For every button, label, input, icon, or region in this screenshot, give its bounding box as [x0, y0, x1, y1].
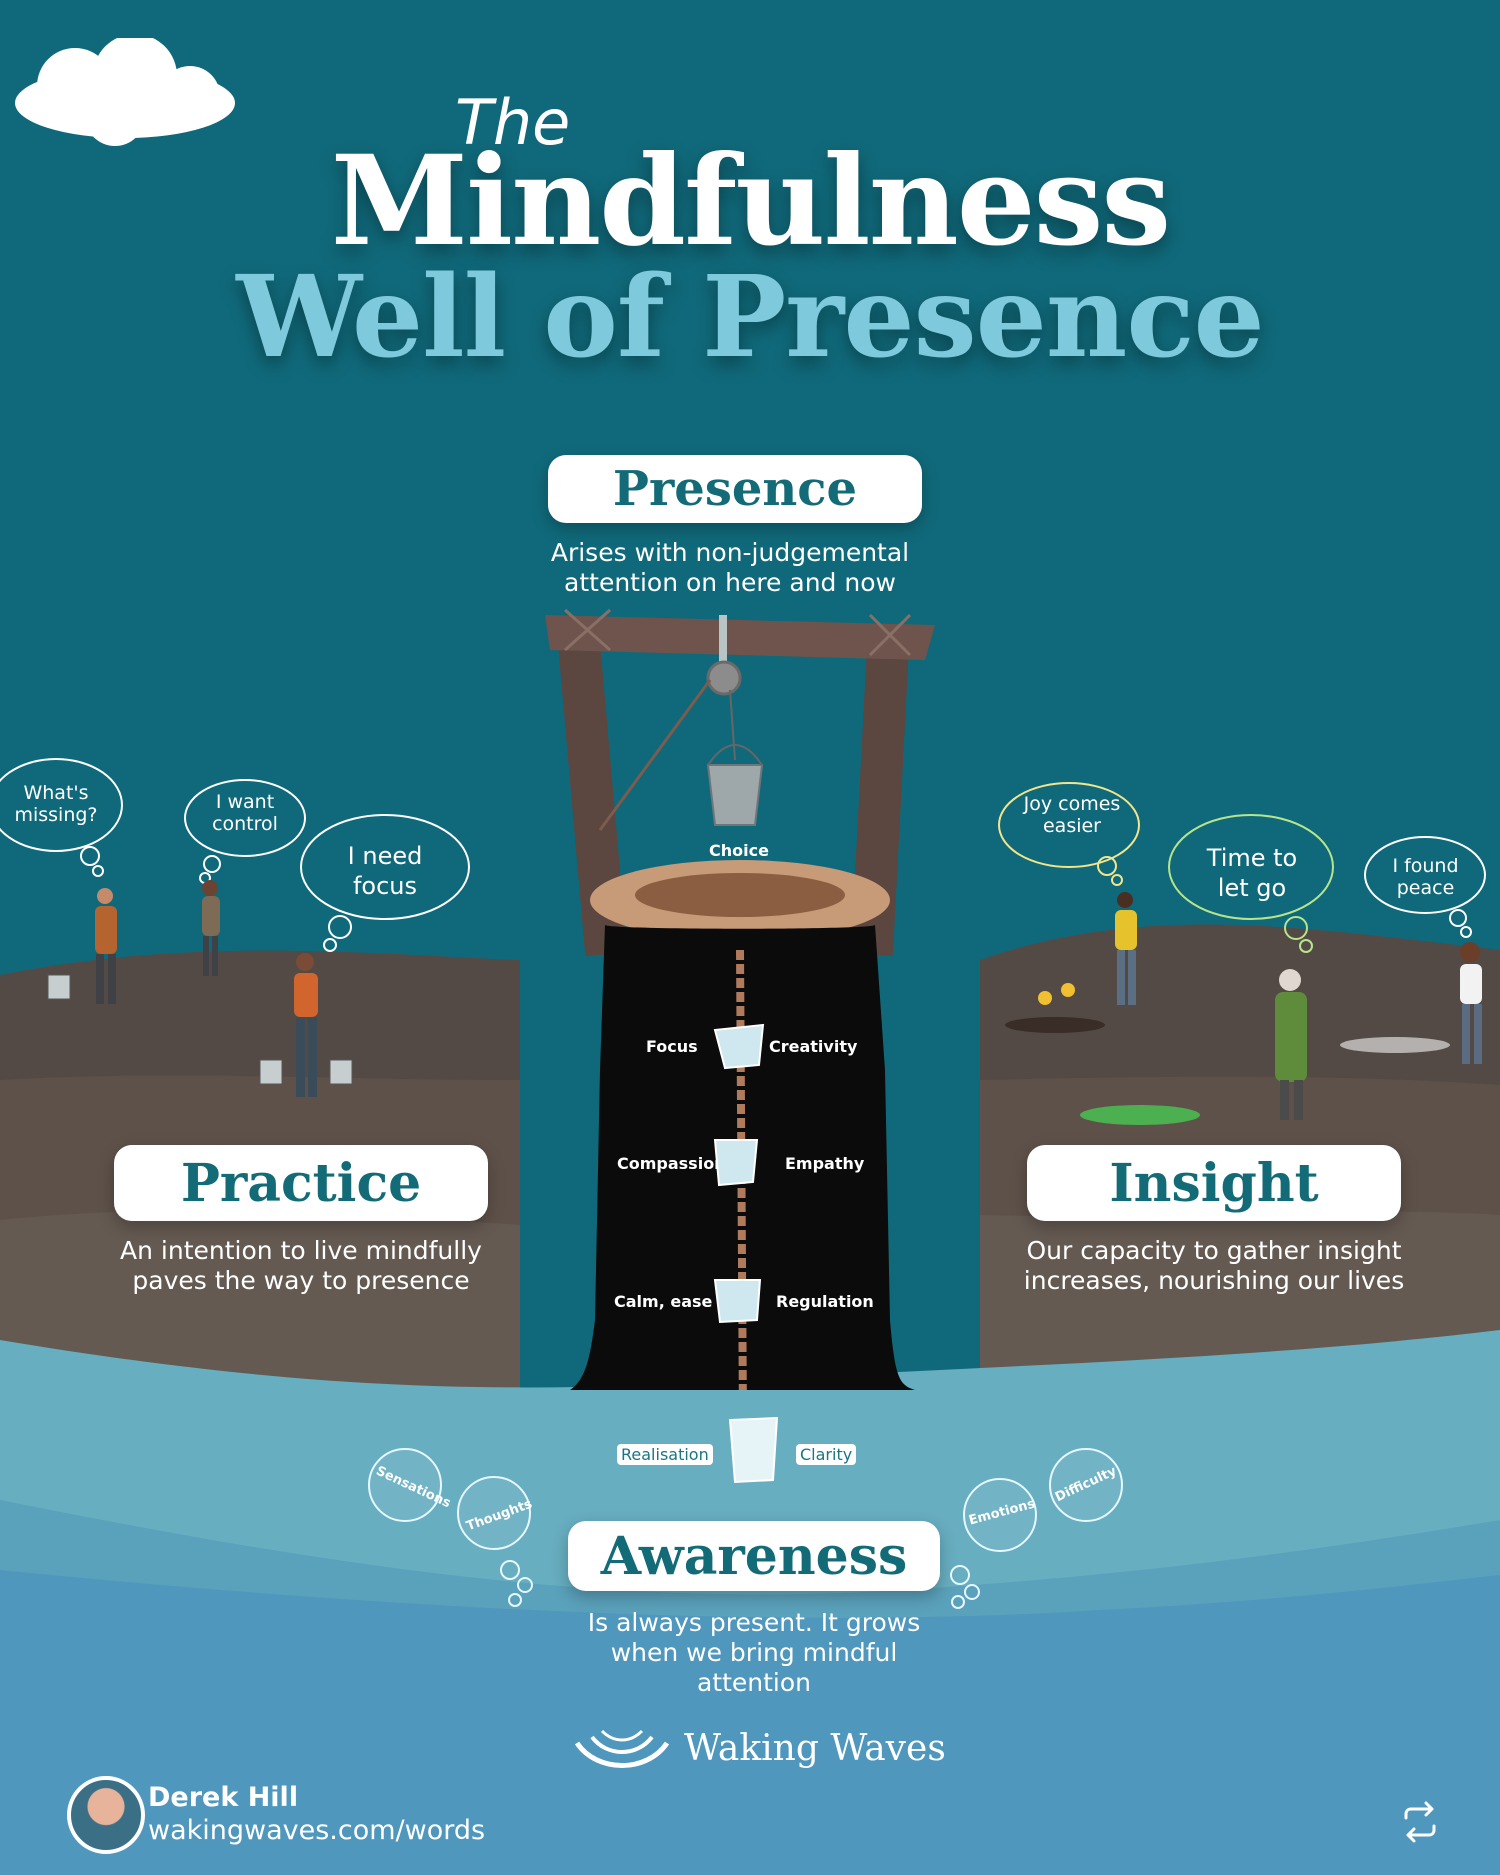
insight-heading: Insight	[1027, 1145, 1401, 1221]
awareness-description: Is always present. It grows when we brin…	[587, 1608, 921, 1697]
walker-figure	[1460, 942, 1482, 1064]
insight-description: Our capacity to gather insight increases…	[1023, 1236, 1405, 1295]
awareness-heading: Awareness	[568, 1521, 940, 1591]
bucket-icon	[728, 1416, 779, 1484]
author-link[interactable]: wakingwaves.com/words	[148, 1815, 486, 1846]
bubble-whats-missing: What's missing?	[14, 782, 98, 826]
practice-description: An intention to live mindfully paves the…	[120, 1236, 482, 1295]
bucket-icon	[713, 1023, 765, 1070]
walker-figure	[1275, 969, 1307, 1120]
floating-spheres	[368, 1448, 1123, 1609]
bucket-icon	[713, 1139, 759, 1187]
walker-figure	[1115, 892, 1137, 1005]
presence-heading: Presence	[548, 455, 922, 523]
author-name: Derek Hill	[148, 1782, 299, 1813]
tag-realisation: Realisation	[617, 1444, 713, 1465]
bubble-let-go: Time to let go	[1206, 844, 1298, 902]
garden-patch	[1005, 983, 1450, 1125]
well-top-label: Choice	[709, 841, 769, 860]
rope-buckets	[713, 1023, 779, 1484]
page-subtitle: Well of Presence	[236, 252, 1265, 383]
bubble-need-focus: I need focus	[347, 842, 423, 900]
tag-clarity: Clarity	[796, 1444, 857, 1465]
walker-figure	[202, 880, 220, 976]
presence-description: Arises with non-judgemental attention on…	[550, 538, 910, 597]
bucket-icon	[713, 1279, 762, 1324]
waves-logo-icon	[574, 1729, 670, 1768]
bubble-joy-easier: Joy comes easier	[1023, 793, 1121, 837]
bubble-want-control: I want control	[212, 791, 278, 835]
well-label-calm: Calm, ease	[614, 1292, 713, 1311]
well-label-focus: Focus	[646, 1037, 698, 1056]
left-walkers	[47, 880, 353, 1097]
well-label-creativity: Creativity	[769, 1037, 858, 1056]
thought-bubbles	[0, 758, 1486, 953]
repost-icon[interactable]	[1398, 1800, 1442, 1844]
avatar[interactable]	[67, 1776, 145, 1854]
bubble-found-peace: I found peace	[1392, 855, 1459, 899]
well-label-empathy: Empathy	[785, 1154, 865, 1173]
page-title: Mindfulness	[330, 129, 1172, 274]
practice-heading: Practice	[114, 1145, 488, 1221]
cloud-icon	[15, 38, 235, 146]
title-prefix: The	[455, 86, 571, 159]
brand-name: Waking Waves	[684, 1728, 946, 1769]
walker-figure	[47, 888, 117, 1004]
walker-figure	[259, 953, 353, 1097]
well-label-compassion: Compassion	[617, 1154, 726, 1173]
right-walkers	[1005, 892, 1482, 1125]
well-label-regulation: Regulation	[776, 1292, 874, 1311]
